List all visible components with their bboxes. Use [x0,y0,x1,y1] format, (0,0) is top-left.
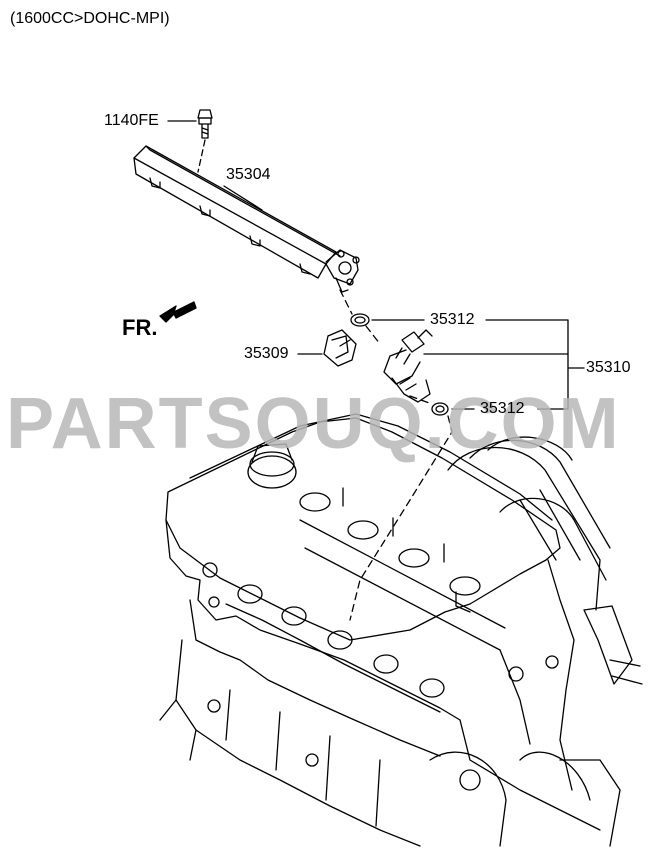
part-label-35310[interactable]: 35310 [586,359,631,376]
leader-35304 [223,185,263,211]
group-bracket [485,319,569,410]
part-label-35312-upper[interactable]: 35312 [430,311,475,328]
watermark: PARTSOUQ.COM [6,384,621,464]
clip-drawing [323,329,357,367]
part-label-35309[interactable]: 35309 [244,345,289,362]
part-label-35312-lower[interactable]: 35312 [480,400,525,417]
part-label-35304[interactable]: 35304 [226,166,271,183]
bolt-drawing [197,109,213,139]
diagram-caption: (1600CC>DOHC-MPI) [10,10,170,27]
front-direction-label: FR. [122,315,158,340]
front-arrow-icon [159,301,197,323]
fuel-rail-drawing [133,145,360,293]
dash-bolt-to-rail [197,139,206,173]
o-ring-upper-drawing [350,313,370,327]
engine-illustration [159,413,643,847]
part-label-1140fe[interactable]: 1140FE [104,112,159,129]
o-ring-lower-drawing [431,402,449,416]
injector-drawing [383,329,433,403]
assembly-dash-line [339,289,453,621]
